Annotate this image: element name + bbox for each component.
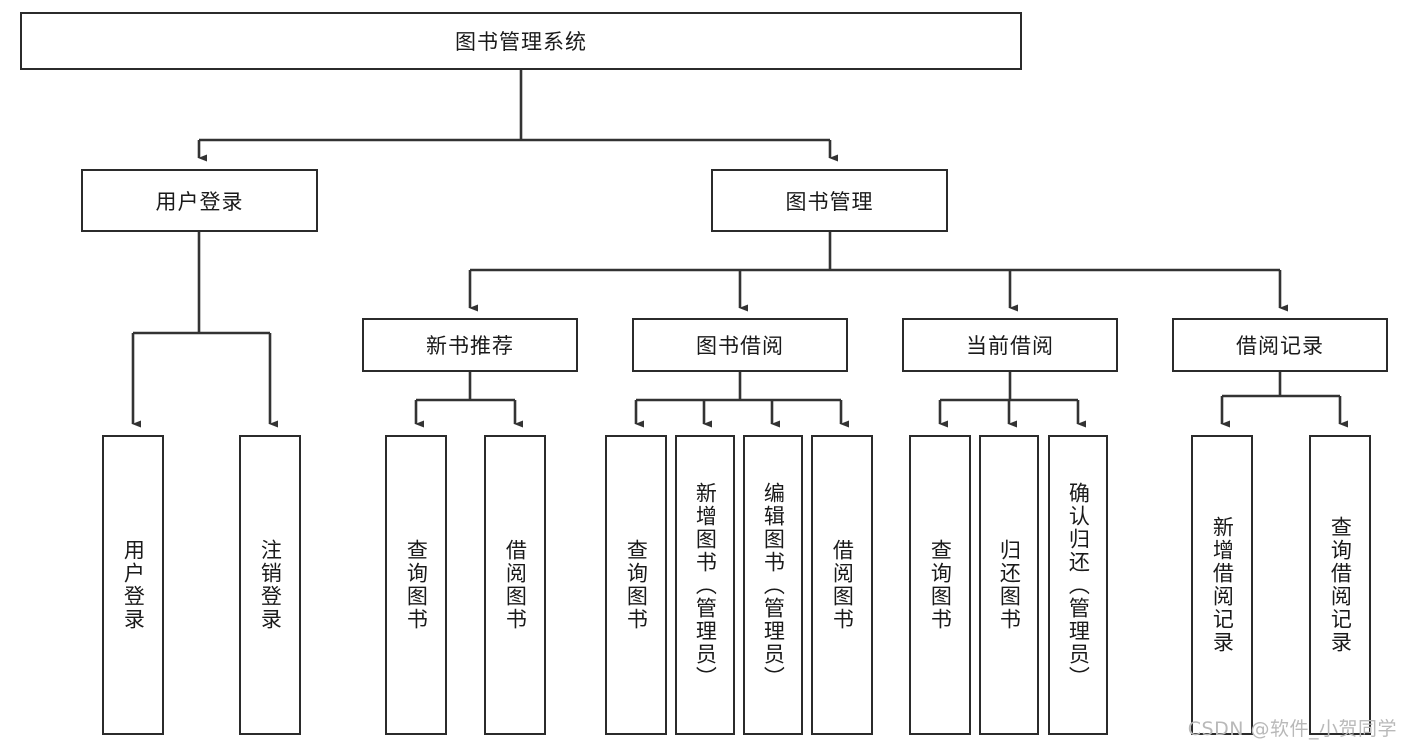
node-label: 编辑图书（管理员） (761, 481, 786, 689)
node-label: 归还图书 (997, 539, 1022, 631)
leaf-return-book[interactable]: 归还图书 (979, 435, 1039, 735)
node-label: 查询图书 (624, 539, 649, 631)
node-label: 确认归还（管理员） (1066, 481, 1091, 689)
leaf-add-borrow-record[interactable]: 新增借阅记录 (1191, 435, 1253, 735)
node-label: 图书管理系统 (455, 30, 587, 54)
node-book-borrow[interactable]: 图书借阅 (632, 318, 848, 372)
leaf-add-book-admin[interactable]: 新增图书（管理员） (675, 435, 735, 735)
node-user-login[interactable]: 用户登录 (81, 169, 318, 232)
leaf-logout-login[interactable]: 注销登录 (239, 435, 301, 735)
node-label: 用户登录 (121, 539, 146, 631)
csdn-watermark: CSDN @软件_小贺同学 (1187, 718, 1397, 740)
node-label: 新书推荐 (426, 334, 514, 358)
leaf-query-book-borrow[interactable]: 查询图书 (605, 435, 667, 735)
node-root-system[interactable]: 图书管理系统 (20, 12, 1022, 70)
node-label: 查询图书 (404, 539, 429, 631)
node-label: 用户登录 (155, 189, 244, 214)
leaf-query-book-current[interactable]: 查询图书 (909, 435, 971, 735)
node-label: 新增图书（管理员） (693, 481, 718, 689)
leaf-query-borrow-record[interactable]: 查询借阅记录 (1309, 435, 1371, 735)
node-new-book-recommend[interactable]: 新书推荐 (362, 318, 578, 372)
leaf-query-book-recommend[interactable]: 查询图书 (385, 435, 447, 735)
leaf-borrow-book-borrow[interactable]: 借阅图书 (811, 435, 873, 735)
node-borrow-record[interactable]: 借阅记录 (1172, 318, 1388, 372)
node-label: 借阅记录 (1236, 334, 1324, 358)
node-label: 查询图书 (928, 539, 953, 631)
leaf-borrow-book-recommend[interactable]: 借阅图书 (484, 435, 546, 735)
node-current-borrow[interactable]: 当前借阅 (902, 318, 1118, 372)
leaf-user-login[interactable]: 用户登录 (102, 435, 164, 735)
node-label: 图书借阅 (696, 334, 784, 358)
node-book-management[interactable]: 图书管理 (711, 169, 948, 232)
leaf-edit-book-admin[interactable]: 编辑图书（管理员） (743, 435, 803, 735)
leaf-confirm-return-admin[interactable]: 确认归还（管理员） (1048, 435, 1108, 735)
node-label: 图书管理 (785, 189, 874, 214)
node-label: 注销登录 (258, 539, 283, 631)
node-label: 新增借阅记录 (1210, 516, 1235, 654)
node-label: 借阅图书 (503, 539, 528, 631)
node-label: 借阅图书 (830, 539, 855, 631)
node-label: 查询借阅记录 (1328, 516, 1353, 654)
node-label: 当前借阅 (966, 334, 1054, 358)
